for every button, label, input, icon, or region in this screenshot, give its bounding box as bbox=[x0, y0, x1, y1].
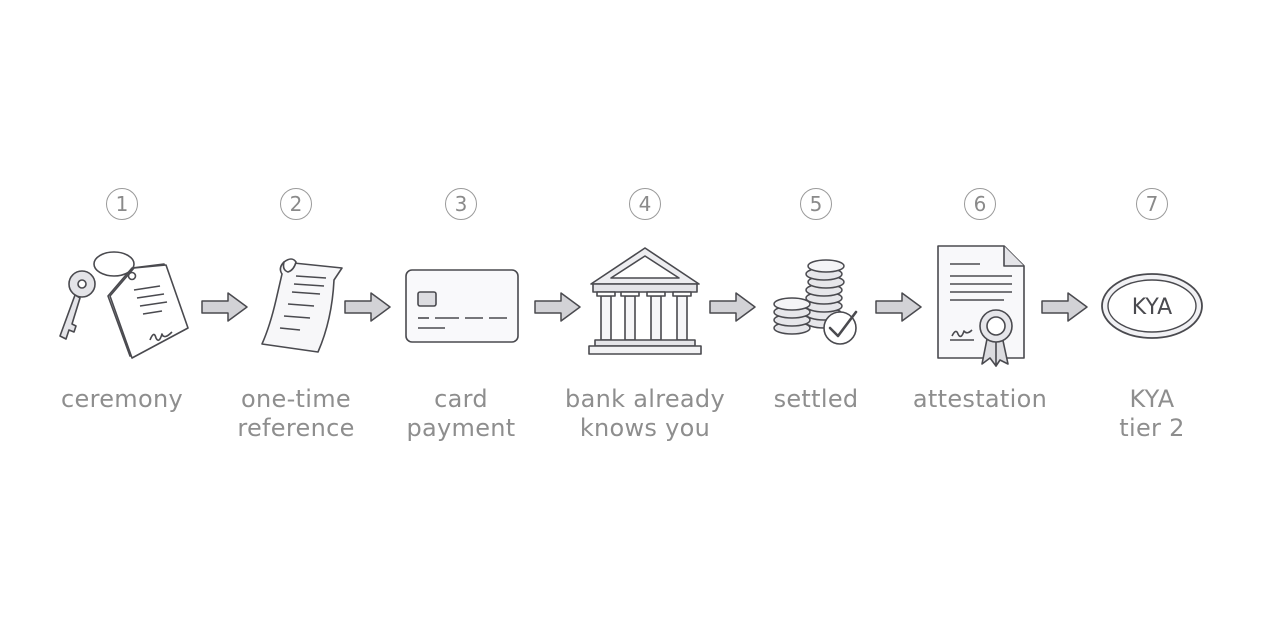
step-label: one-time reference bbox=[237, 385, 355, 442]
step-ceremony: 1 bbox=[22, 0, 222, 632]
kya-badge-icon: KYA bbox=[1052, 240, 1252, 370]
step-one-time-reference: 2 one-time reference bbox=[196, 0, 396, 632]
certificate-icon bbox=[880, 240, 1080, 370]
step-number: 1 bbox=[106, 188, 138, 220]
step-number: 5 bbox=[800, 188, 832, 220]
step-label: bank already knows you bbox=[565, 385, 725, 442]
step-label: ceremony bbox=[61, 385, 183, 413]
arrow-icon bbox=[200, 290, 250, 324]
step-settled: 5 bbox=[716, 0, 916, 632]
step-number: 2 bbox=[280, 188, 312, 220]
step-card-payment: 3 card payment bbox=[361, 0, 561, 632]
key-document-icon bbox=[22, 240, 222, 370]
credit-card-icon bbox=[361, 240, 561, 370]
arrow-icon bbox=[343, 290, 393, 324]
arrow-icon bbox=[1040, 290, 1090, 324]
bank-icon bbox=[545, 240, 745, 370]
arrow-icon bbox=[708, 290, 758, 324]
step-number: 7 bbox=[1136, 188, 1168, 220]
step-number: 3 bbox=[445, 188, 477, 220]
step-attestation: 6 at bbox=[880, 0, 1080, 632]
step-kya-tier-2: 7 KYA KYA tier 2 bbox=[1052, 0, 1252, 632]
step-bank-already-knows-you: 4 ba bbox=[545, 0, 745, 632]
step-label: card payment bbox=[406, 385, 516, 442]
step-label: attestation bbox=[912, 385, 1048, 413]
step-label: KYA tier 2 bbox=[1119, 385, 1185, 442]
badge-text: KYA bbox=[1132, 295, 1172, 320]
step-number: 4 bbox=[629, 188, 661, 220]
arrow-icon bbox=[874, 290, 924, 324]
coins-check-icon bbox=[716, 240, 916, 370]
receipt-icon bbox=[196, 240, 396, 370]
step-label: settled bbox=[773, 385, 859, 413]
arrow-icon bbox=[533, 290, 583, 324]
step-number: 6 bbox=[964, 188, 996, 220]
